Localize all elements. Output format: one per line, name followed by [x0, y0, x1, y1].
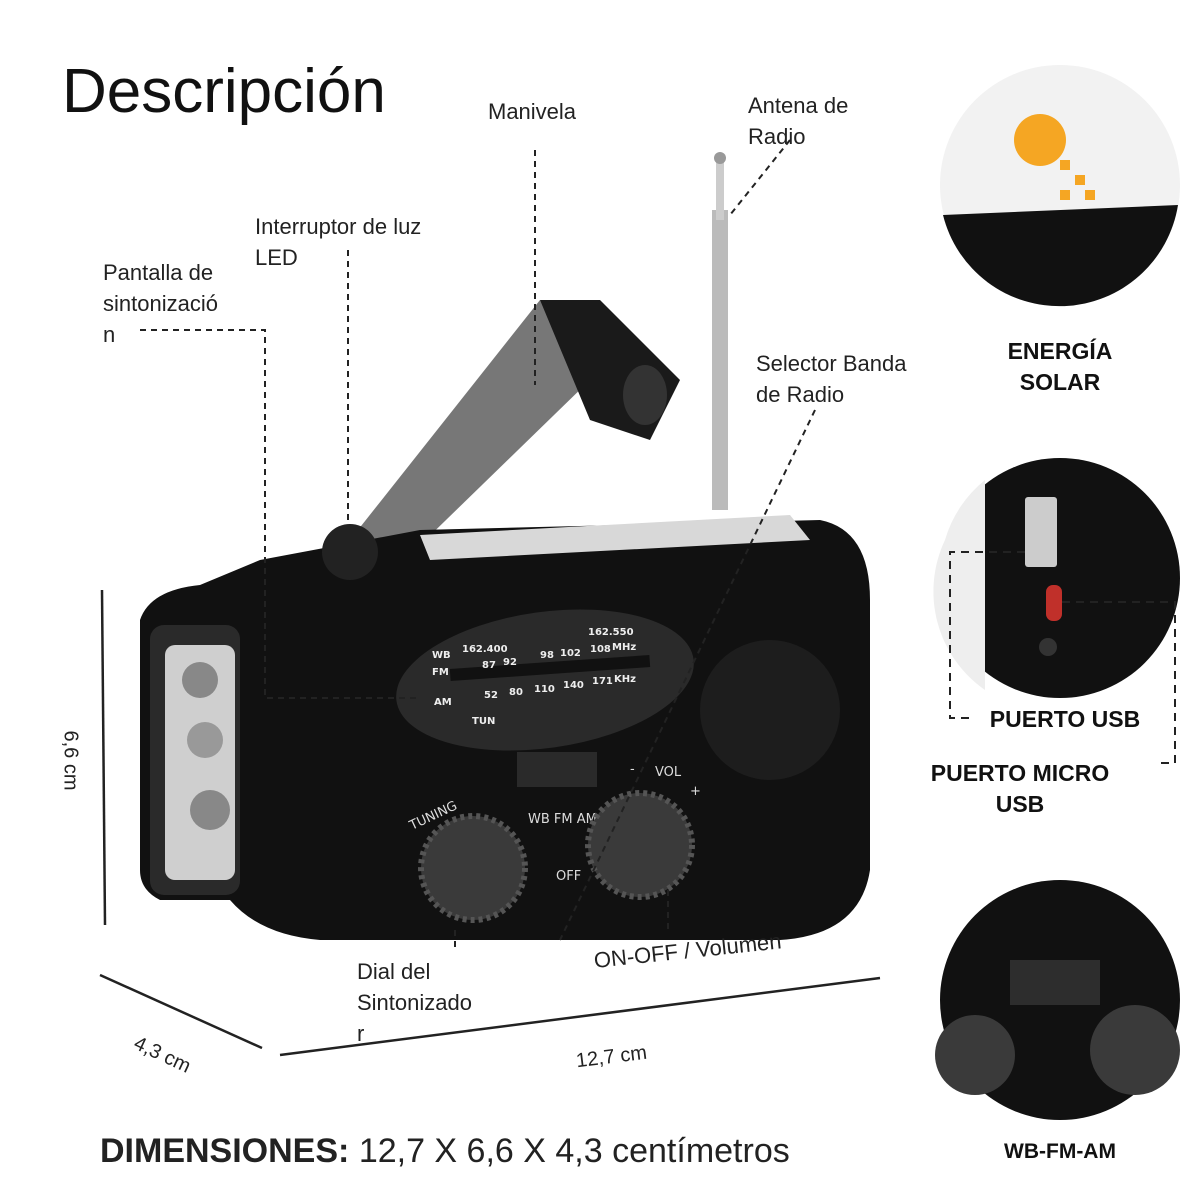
label-line: USB — [995, 791, 1045, 817]
solar-detail — [940, 65, 1180, 307]
dimensions-label: DIMENSIONES: — [100, 1132, 350, 1170]
fm-tick: 87 — [482, 660, 496, 671]
label-line: de Radio — [756, 382, 845, 407]
am-tick: 171 — [592, 676, 613, 687]
label-line: Selector Banda — [756, 351, 907, 376]
vol-label: VOL — [655, 765, 682, 780]
vol-minus: - — [630, 762, 635, 777]
page-title: Descripción — [62, 57, 386, 126]
radio-body: WB FM AM TUN 162.400 162.550 87 92 98 10… — [140, 515, 870, 940]
dial-am: AM — [434, 697, 452, 708]
feature-band-label: WB-FM-AM — [1004, 1140, 1116, 1163]
label-line: Radio — [748, 124, 806, 149]
micro-usb-port — [1046, 585, 1062, 621]
dial-wb-high: 162.550 — [588, 627, 634, 638]
label-line: Pantalla de — [103, 260, 214, 285]
dial-wb-low: 162.400 — [462, 644, 508, 655]
fm-tick: 92 — [503, 657, 517, 668]
off-label: OFF — [556, 869, 581, 884]
label-line: Interruptor de luz — [255, 214, 422, 239]
am-tick: 140 — [563, 680, 584, 691]
am-tick: 52 — [484, 690, 498, 701]
tuning-knob — [418, 813, 528, 923]
band-selector-detail — [935, 880, 1180, 1120]
label-line: LED — [255, 245, 298, 270]
dimension-lines — [99, 589, 881, 1057]
band-switch — [517, 752, 597, 787]
label-line: Dial del — [357, 959, 431, 984]
fm-tick: 102 — [560, 648, 581, 659]
usb-port — [1025, 497, 1057, 567]
label-line: r — [357, 1021, 365, 1046]
dimensions-caption: DIMENSIONES: 12,7 X 6,6 X 4,3 centímetro… — [100, 1132, 790, 1171]
label-manivela: Manivela — [488, 99, 577, 124]
label-line: Antena de — [748, 93, 849, 118]
fm-tick: MHz — [612, 642, 636, 653]
am-tick: 80 — [509, 687, 523, 698]
sun-icon — [1014, 114, 1066, 166]
label-line: n — [103, 322, 116, 347]
am-tick: KHz — [614, 674, 636, 685]
label-selector: Selector Banda de Radio — [756, 348, 906, 410]
label-puerto-usb: PUERTO USB — [989, 706, 1141, 732]
label-pantalla: Pantalla de sintonizació n — [103, 257, 218, 350]
label-line: sintonizació — [103, 291, 218, 316]
label-line: SOLAR — [1019, 369, 1101, 395]
label-puerto-micro: PUERTO MICRO USB — [910, 758, 1130, 820]
fm-tick: 98 — [540, 650, 554, 661]
height-measure: 6,6 cm — [59, 730, 82, 791]
label-line: Sintonizado — [357, 990, 472, 1015]
dimensions-value: 12,7 X 6,6 X 4,3 centímetros — [358, 1132, 790, 1170]
usb-leaders — [949, 551, 1176, 764]
dial-tun: TUN — [472, 716, 495, 727]
speaker-grille — [700, 640, 840, 780]
dial-wb: WB — [432, 650, 451, 661]
label-antena: Antena de Radio — [748, 90, 848, 152]
feature-solar-label: ENERGÍA SOLAR — [960, 336, 1160, 398]
label-line: PUERTO MICRO — [930, 760, 1110, 786]
band-selector-icon — [1010, 960, 1100, 1005]
tuning-display — [396, 609, 694, 751]
crank-handle — [350, 300, 680, 555]
usb-detail — [933, 458, 1180, 698]
volume-knob — [585, 790, 695, 900]
fm-tick: 108 — [590, 644, 611, 655]
label-line: ENERGÍA — [1007, 338, 1113, 364]
antenna — [712, 152, 728, 510]
leader-lines — [140, 139, 816, 950]
vol-plus: + — [690, 784, 701, 799]
bands-label: WB FM AM — [528, 812, 597, 827]
dial-fm: FM — [432, 667, 449, 678]
am-tick: 110 — [534, 684, 555, 695]
